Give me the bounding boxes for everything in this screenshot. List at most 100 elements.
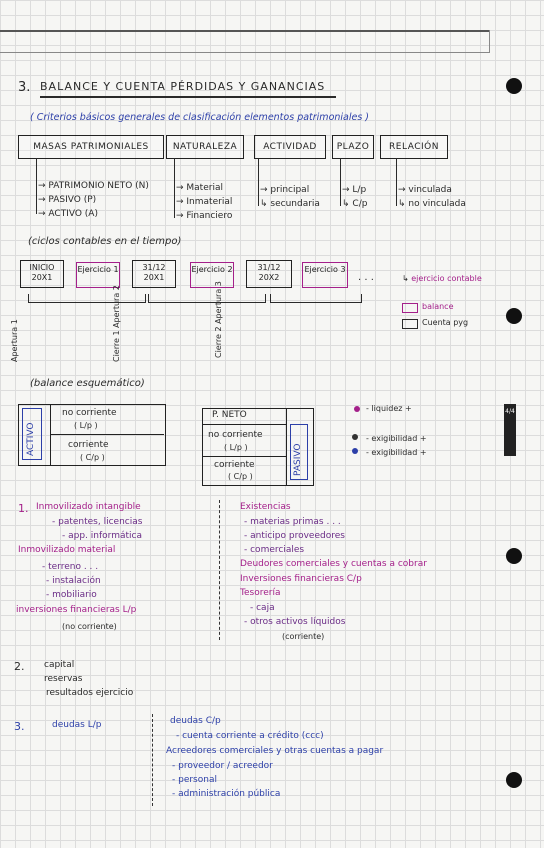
bracket-relacion: [396, 158, 398, 206]
cycle-cierre-2-label: 31/12 20X2: [257, 263, 281, 282]
section2-number: 2.: [14, 660, 25, 673]
naturaleza-material-label: Material: [186, 183, 223, 193]
legend-balance-label: balance: [422, 302, 454, 311]
s3-right-1: - cuenta corriente a crédito (ccc): [176, 731, 324, 741]
cycle-ejercicio-2: Ejercicio 2: [190, 262, 234, 288]
pasivo-corriente-sub: ( C/p ): [228, 472, 253, 481]
side-tab: 4/4: [504, 404, 516, 456]
masa-pn-label: PATRIMONIO NETO (N): [48, 181, 149, 191]
balance-pasivo-label: PASIVO: [293, 443, 303, 476]
cycle-dots: . . .: [358, 272, 374, 283]
vlabel-cierre-1: Cierre 1 Apertura 2: [112, 285, 121, 362]
masa-pasivo-label: PASIVO (P): [48, 195, 97, 205]
section1-divider: [219, 500, 220, 640]
exigibilidad-label-2: - exigibilidad +: [366, 448, 427, 457]
section3-divider: [152, 714, 153, 806]
pasivo-no-corriente: no corriente: [208, 430, 263, 440]
s1-right-6: Tesorería: [240, 588, 281, 598]
header-actividad: ACTIVIDAD: [254, 135, 326, 159]
s2-item-2: resultados ejercicio: [46, 688, 134, 698]
s1-right-0: Existencias: [240, 502, 291, 512]
binder-hole: [506, 308, 522, 324]
cycle-ejercicio-3: Ejercicio 3: [302, 262, 348, 288]
s1-left-2: - app. informática: [62, 531, 142, 541]
cycle-cierre-1-label: 31/12 20X1: [142, 263, 166, 282]
exigibilidad-dot-2: [352, 448, 358, 454]
exigibilidad-dot-1: [352, 434, 358, 440]
s3-right-0: deudas C/p: [170, 716, 221, 726]
naturaleza-material: → Material: [176, 183, 223, 193]
pasivo-no-corriente-sub: ( L/p ): [224, 443, 248, 452]
naturaleza-financiero-label: Financiero: [186, 211, 233, 221]
cycle-ejercicio-2-label: Ejercicio 2: [191, 265, 233, 274]
balance-activo-block: [18, 404, 166, 466]
s1-right-7: - caja: [250, 603, 275, 613]
activo-no-corriente-sub: ( L/p ): [74, 421, 98, 430]
s1-left-7: inversiones financieras L/p: [16, 605, 137, 615]
naturaleza-financiero: → Financiero: [176, 211, 233, 221]
s1-right-3: - comerciales: [244, 545, 305, 555]
cycle-inicio: INICIO 20X1: [20, 260, 64, 288]
bracket-masas: [36, 158, 38, 214]
relacion-vinculada-label: vinculada: [408, 185, 452, 195]
header-actividad-label: ACTIVIDAD: [263, 142, 317, 152]
activo-no-corriente: no corriente: [62, 408, 117, 418]
plazo-cp-label: C/p: [352, 199, 368, 209]
period-bracket-2: [148, 294, 266, 303]
s1-left-4: - terreno . . .: [42, 562, 99, 572]
masa-pn: → PATRIMONIO NETO (N): [38, 181, 149, 191]
legend-ejercicio: ↳ ejercicio contable: [402, 274, 482, 283]
s1-left-0: Inmovilizado intangible: [36, 502, 141, 512]
cycle-cierre-2: 31/12 20X2: [246, 260, 292, 288]
naturaleza-inmaterial-label: Inmaterial: [186, 197, 233, 207]
bracket-actividad: [258, 158, 260, 206]
binder-hole: [506, 772, 522, 788]
legend-pyg-label: Cuenta pyg: [422, 318, 469, 327]
bracket-naturaleza: [174, 158, 176, 218]
actividad-secundaria-label: secundaria: [270, 199, 320, 209]
liquidez-label: - liquidez +: [366, 404, 412, 413]
activo-corriente: corriente: [68, 440, 109, 450]
plazo-lp-label: L/p: [352, 185, 367, 195]
cycle-inicio-label: INICIO 20X1: [29, 263, 55, 282]
header-rule-right: [489, 30, 490, 53]
heading-number: 3.: [18, 80, 31, 95]
relacion-no-vinculada-label: no vinculada: [408, 199, 466, 209]
cycle-ejercicio-1-label: Ejercicio 1: [77, 265, 119, 274]
masa-activo: → ACTIVO (A): [38, 209, 98, 219]
section3-number: 3.: [14, 720, 25, 733]
balance-activo-label-box: [22, 408, 42, 460]
balance-note: (balance esquemático): [30, 378, 145, 389]
cycles-note: (ciclos contables en el tiempo): [28, 236, 182, 247]
s1-left-1: - patentes, licencias: [52, 517, 143, 527]
s1-left-6: - mobiliario: [46, 590, 97, 600]
s3-right-4: - personal: [172, 775, 217, 785]
s1-right-5: Inversiones financieras C/p: [240, 574, 362, 584]
s3-right-2: Acreedores comerciales y otras cuentas a…: [166, 746, 384, 756]
page-title: BALANCE Y CUENTA PÉRDIDAS Y GANANCIAS: [40, 80, 326, 93]
s2-item-1: reservas: [44, 674, 83, 684]
masa-activo-label: ACTIVO (A): [48, 209, 98, 219]
pasivo-corriente: corriente: [214, 460, 255, 470]
s1-right-2: - anticipo proveedores: [244, 531, 345, 541]
naturaleza-inmaterial: → Inmaterial: [176, 197, 233, 207]
binder-hole: [506, 78, 522, 94]
legend-pyg-swatch: [402, 319, 418, 329]
vlabel-cierre-2: Cierre 2 Apertura 3: [214, 281, 223, 358]
masa-pasivo: → PASIVO (P): [38, 195, 97, 205]
header-naturaleza: NATURALEZA: [166, 135, 244, 159]
activo-corriente-sub: ( C/p ): [80, 453, 105, 462]
s1-right-1: - materias primas . . .: [244, 517, 341, 527]
cycle-cierre-1: 31/12 20X1: [132, 260, 176, 288]
s1-right-9: (corriente): [282, 632, 325, 641]
cycle-ejercicio-3-label: Ejercicio 3: [304, 265, 346, 274]
s2-item-0: capital: [44, 660, 75, 670]
s1-right-4: Deudores comerciales y cuentas a cobrar: [240, 559, 427, 569]
vlabel-apertura-1: Apertura 1: [10, 319, 19, 362]
plazo-cp: ↳ C/p: [342, 199, 368, 209]
legend-balance-swatch: [402, 303, 418, 313]
s1-left-8: (no corriente): [62, 622, 117, 631]
header-masas: MASAS PATRIMONIALES: [18, 135, 164, 159]
s1-right-8: - otros activos líquidos: [244, 617, 346, 627]
relacion-no-vinculada: ↳ no vinculada: [398, 199, 466, 209]
